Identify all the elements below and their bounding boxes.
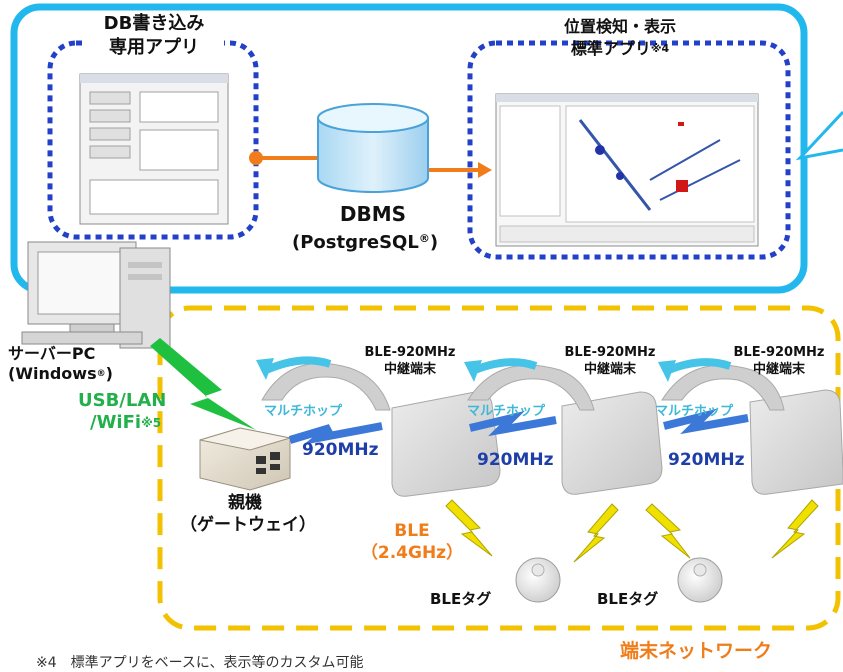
wireless-920-relay1-relay2 [469, 410, 557, 437]
position-app-frame [467, 40, 791, 260]
callout-pointer [795, 110, 843, 161]
ble-tag-label-2: BLEタグ [597, 590, 659, 608]
ble-tag-1 [515, 557, 561, 603]
multihop-label-1: マルチホップ [264, 404, 343, 419]
db-app-label: DB書き込み 専用アプリ [84, 12, 224, 60]
dbms-sub-label: (PostgreSQL®) [292, 232, 439, 253]
multihop-label-2: マルチホップ [467, 404, 546, 419]
usb-lan-label: USB/LAN /WiFi※5 [78, 390, 167, 433]
gateway-label: 親機 （ゲートウェイ） [180, 493, 316, 535]
link-920-label-2: 920MHz [477, 450, 554, 470]
db-app-screenshot [79, 73, 229, 225]
position-app-screenshot [495, 93, 759, 247]
link-920-label-1: 920MHz [302, 440, 379, 460]
wireless-920-gw-relay1 [288, 422, 383, 445]
dbms-cylinder [317, 103, 429, 193]
link-920-label-3: 920MHz [668, 450, 745, 470]
relay-device-2 [561, 391, 663, 495]
multihop-arrow-3 [658, 358, 785, 411]
ble-tag-2 [677, 557, 723, 603]
multihop-arrow-1 [256, 356, 391, 411]
ble-label: BLE （2.4GHz） [360, 521, 464, 563]
gateway-device [199, 427, 291, 491]
dbms-label: DBMS [339, 202, 407, 226]
ble-tag-label-1: BLEタグ [430, 590, 492, 608]
usb-lan-bolt [150, 338, 256, 430]
multihop-arrow-2 [464, 358, 595, 411]
position-app-label: 位置検知・表示 標準アプリ※4 [563, 17, 676, 58]
server-pc-label: サーバーPC (Windows®) [8, 344, 113, 383]
multihop-label-3: マルチホップ [655, 404, 734, 419]
relay-device-3 [749, 389, 843, 495]
terminal-network-label: 端末ネットワーク [618, 636, 775, 663]
server-pc-illustration [21, 241, 171, 349]
wireless-920-relay2-relay3 [663, 408, 749, 435]
footnote: ※4 標準アプリをベースに、表示等のカスタム可能 [36, 655, 364, 671]
ble-bolts [445, 499, 819, 563]
